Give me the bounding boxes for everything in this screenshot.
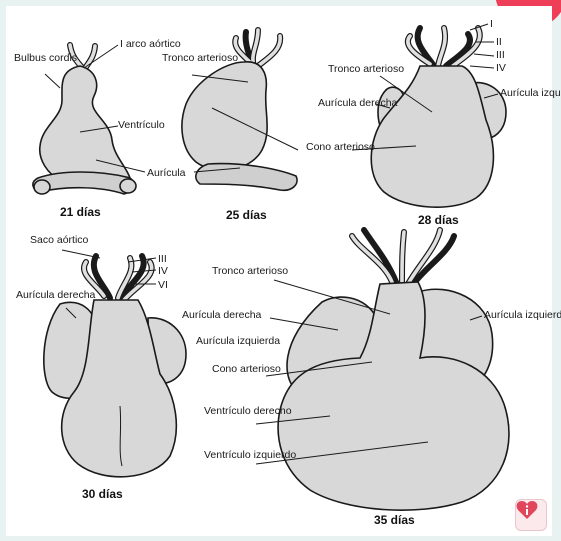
caption-35-dias: 35 días (374, 513, 415, 527)
heart-info-button[interactable] (515, 499, 547, 531)
label-tronco-arterioso-center: Tronco arterioso (212, 265, 288, 277)
label-saco-aortico: Saco aórtico (30, 234, 89, 246)
label-arch-iv: IV (496, 62, 506, 74)
label-auricula-derecha-center: Aurícula derecha (182, 309, 262, 321)
label-auricula-izquierda-28: Aurícula izquierda (500, 87, 561, 99)
caption-25-dias: 25 días (226, 208, 267, 222)
label-auricula-izquierda-center: Aurícula izquierda (196, 335, 280, 347)
label-arch-i: I (490, 18, 493, 30)
label-tronco-arterioso-28: Tronco arterioso (328, 63, 404, 75)
label-bulbus-cordis: Bulbus cordis (14, 52, 77, 64)
label-arch-iv-30: IV (158, 265, 168, 277)
label-cono-arterioso-center: Cono arterioso (212, 363, 281, 375)
label-ventriculo-derecho: Ventrículo derecho (204, 405, 292, 417)
label-cono-arterioso-28: Cono arterioso (306, 141, 375, 153)
caption-30-dias: 30 días (82, 487, 123, 501)
label-auricula-derecha-28: Aurícula derecha (318, 97, 398, 109)
label-arch-iii: III (496, 49, 505, 61)
label-auricula-izquierda-35: Aurícula izquierda (484, 309, 561, 321)
caption-28-dias: 28 días (418, 213, 459, 227)
label-arch-ii: II (496, 36, 502, 48)
label-tronco-arterioso-25: Tronco arterioso (162, 52, 238, 64)
label-ventriculo: Ventrículo (118, 119, 165, 131)
label-i-arco-aortico: I arco aórtico (120, 38, 181, 50)
caption-21-dias: 21 días (60, 205, 101, 219)
heart-28-days (352, 24, 506, 207)
label-arch-vi-30: VI (158, 279, 168, 291)
label-arch-iii-30: III (158, 253, 167, 265)
label-auricula: Aurícula (147, 167, 186, 179)
label-ventriculo-izquierdo: Ventrículo izquierdo (204, 449, 296, 461)
heart-info-icon (516, 500, 538, 520)
label-auricula-derecha-30: Aurícula derecha (16, 289, 96, 301)
heart-35-days (256, 230, 509, 510)
